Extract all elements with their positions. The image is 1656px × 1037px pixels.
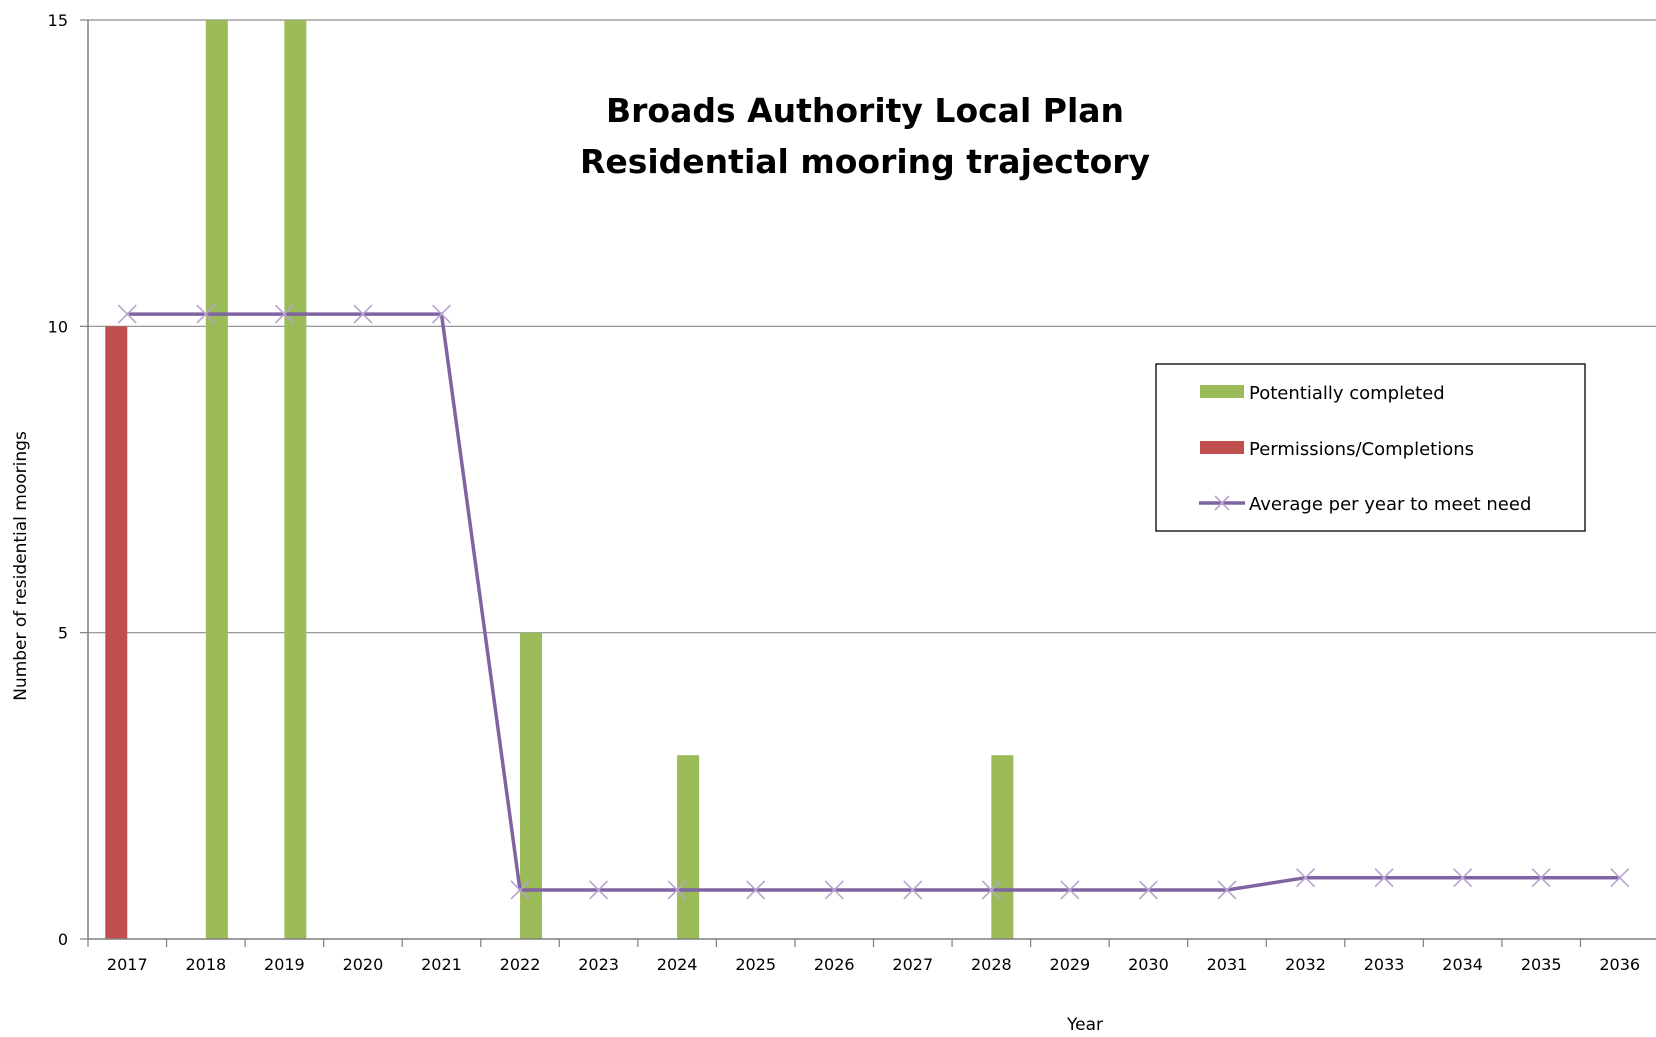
average-marker-2036 <box>1610 868 1630 888</box>
chart-title-line-2: Residential mooring trajectory <box>580 142 1150 181</box>
x-axis-title: Year <box>1066 1015 1103 1035</box>
average-marker-2031 <box>1217 880 1237 900</box>
legend-swatch-potentially-completed <box>1200 385 1244 398</box>
x-tick-label-2031: 2031 <box>1207 955 1248 974</box>
chart-title-line-1: Broads Authority Local Plan <box>606 91 1124 130</box>
x-tick-label-2028: 2028 <box>971 955 1012 974</box>
average-marker-2029 <box>1060 880 1080 900</box>
y-tick-label: 5 <box>58 624 68 643</box>
x-tick-label-2020: 2020 <box>343 955 384 974</box>
gridlines <box>88 19 1656 634</box>
y-tick-label: 0 <box>58 930 68 949</box>
average-marker-2021 <box>431 304 452 324</box>
legend-swatch-average-marker <box>1214 495 1230 511</box>
average-marker-2030 <box>1138 880 1158 900</box>
legend: Potentially completed Permissions/Comple… <box>1155 363 1586 532</box>
average-marker-2026 <box>824 880 844 900</box>
bars <box>105 20 1014 939</box>
bar-potentially-completed-2019 <box>284 20 307 939</box>
average-marker-2020 <box>353 304 373 324</box>
average-marker-2032 <box>1295 868 1316 888</box>
average-marker-2025 <box>746 880 766 900</box>
bar-potentially-completed-2028 <box>991 755 1014 939</box>
average-marker-2017 <box>117 304 137 324</box>
average-marker-2028 <box>981 880 1001 900</box>
bar-potentially-completed-2024 <box>677 755 700 939</box>
x-tick-label-2030: 2030 <box>1128 955 1169 974</box>
x-tick-label-2036: 2036 <box>1599 955 1640 974</box>
average-marker-2018 <box>196 304 216 324</box>
average-marker-2035 <box>1531 868 1551 888</box>
x-tick-label-2022: 2022 <box>500 955 541 974</box>
average-marker-2027 <box>903 880 923 900</box>
average-marker-2034 <box>1453 868 1473 888</box>
x-tick-label-2032: 2032 <box>1285 955 1326 974</box>
legend-label-average: Average per year to meet need <box>1249 494 1531 515</box>
x-tick-label-2021: 2021 <box>421 955 462 974</box>
axes: 0 5 10 15 2017 2018 2019 2020 2021 2022 2023 2024 20… <box>48 11 1656 974</box>
x-tick-label-2024: 2024 <box>657 955 698 974</box>
bar-permissions-completions-2017 <box>105 326 128 939</box>
legend-label-potentially-completed: Potentially completed <box>1249 383 1445 404</box>
x-tick-label-2034: 2034 <box>1442 955 1483 974</box>
average-line-layer <box>117 304 1630 900</box>
x-tick-label-2033: 2033 <box>1364 955 1405 974</box>
average-marker-2019 <box>274 304 294 324</box>
y-tick-label: 10 <box>48 317 68 336</box>
legend-label-permissions-completions: Permissions/Completions <box>1249 439 1474 460</box>
x-tick-label-2029: 2029 <box>1050 955 1091 974</box>
x-tick-label-2023: 2023 <box>578 955 619 974</box>
legend-swatch-permissions-completions <box>1200 441 1244 454</box>
x-tick-label-2019: 2019 <box>264 955 305 974</box>
bar-potentially-completed-2018 <box>205 20 228 939</box>
average-marker-2022 <box>510 880 530 900</box>
y-axis-title: Number of residential moorings <box>11 431 31 701</box>
x-tick-label-2017: 2017 <box>107 955 148 974</box>
bar-potentially-completed-2022 <box>520 632 543 939</box>
x-tick-label-2027: 2027 <box>892 955 933 974</box>
x-tick-label-2025: 2025 <box>735 955 776 974</box>
average-marker-2033 <box>1374 868 1394 888</box>
x-tick-label-2026: 2026 <box>814 955 855 974</box>
x-tick-label-2035: 2035 <box>1521 955 1562 974</box>
average-line <box>127 312 1620 892</box>
average-marker-2023 <box>589 880 609 900</box>
average-marker-2024 <box>667 880 687 900</box>
x-tick-label-2018: 2018 <box>185 955 226 974</box>
y-tick-label: 15 <box>48 11 68 30</box>
